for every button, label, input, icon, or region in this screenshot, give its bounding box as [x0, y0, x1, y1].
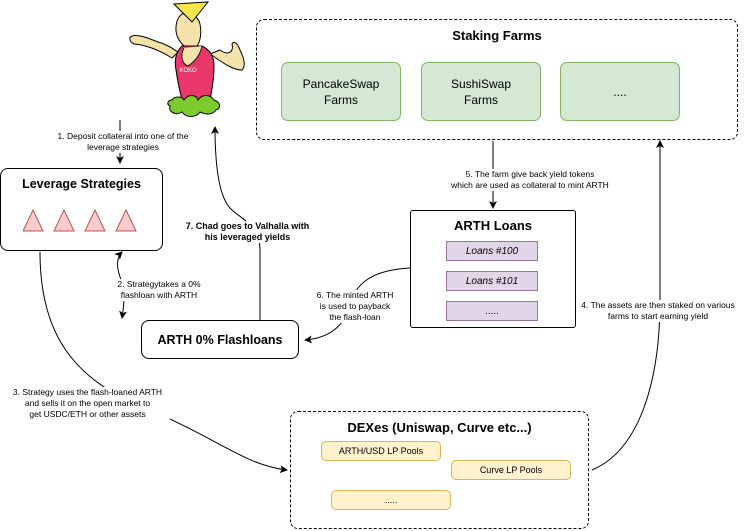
strategy-triangle-icon: [23, 209, 44, 232]
leverage-strategies-title: Leverage Strategies: [22, 177, 141, 191]
chad-mascot-icon: KOKO: [129, 1, 245, 117]
pool-arth-usd: ARTH/USD LP Pools: [321, 441, 441, 461]
farm-more: ....: [560, 62, 680, 121]
flashloans-box: ARTH 0% Flashloans: [141, 320, 299, 359]
step6-label: 6. The minted ARTH is used to payback th…: [309, 290, 401, 323]
step5-label: 5. The farm give back yield tokens which…: [428, 169, 632, 191]
pool-curve: Curve LP Pools: [451, 460, 571, 480]
loan-item: Loans #100: [446, 241, 538, 261]
mascot-shirt-text: KOKO: [179, 68, 197, 74]
strategy-triangle-icon: [84, 209, 106, 232]
dexes-container: DEXes (Uniswap, Curve etc...) ARTH/USD L…: [290, 411, 589, 529]
staking-farms-title: Staking Farms: [452, 28, 542, 43]
dexes-title: DEXes (Uniswap, Curve etc...): [347, 420, 532, 435]
step2-label: 2. Strategytakes a 0% flashloan with ART…: [104, 279, 214, 301]
leverage-strategies-box: Leverage Strategies: [0, 168, 163, 251]
loan-item: .....: [446, 301, 538, 321]
strategy-triangles: [23, 209, 137, 232]
farm-sushiswap: SushiSwap Farms: [421, 62, 541, 121]
pool-more: .....: [331, 490, 451, 510]
step4-label: 4. The assets are then staked on various…: [572, 300, 744, 322]
loan-item: Loans #101: [446, 271, 538, 291]
step7-label: 7. Chad goes to Valhalla with his levera…: [180, 221, 315, 243]
step3-label: 3. Strategy uses the flash-loaned ARTH a…: [5, 387, 170, 420]
step1-label: 1. Deposit collateral into one of the le…: [55, 131, 191, 153]
flashloans-title: ARTH 0% Flashloans: [157, 332, 283, 347]
farm-pancakeswap: PancakeSwap Farms: [281, 62, 401, 121]
staking-farms-container: Staking Farms PancakeSwap Farms SushiSwa…: [256, 19, 738, 140]
arrow-step2-up: [114, 251, 123, 283]
arth-loans-box: ARTH Loans Loans #100 Loans #101 .....: [410, 210, 576, 328]
arth-loans-title: ARTH Loans: [454, 218, 532, 233]
strategy-triangle-icon: [115, 209, 137, 232]
strategy-triangle-icon: [53, 209, 75, 232]
